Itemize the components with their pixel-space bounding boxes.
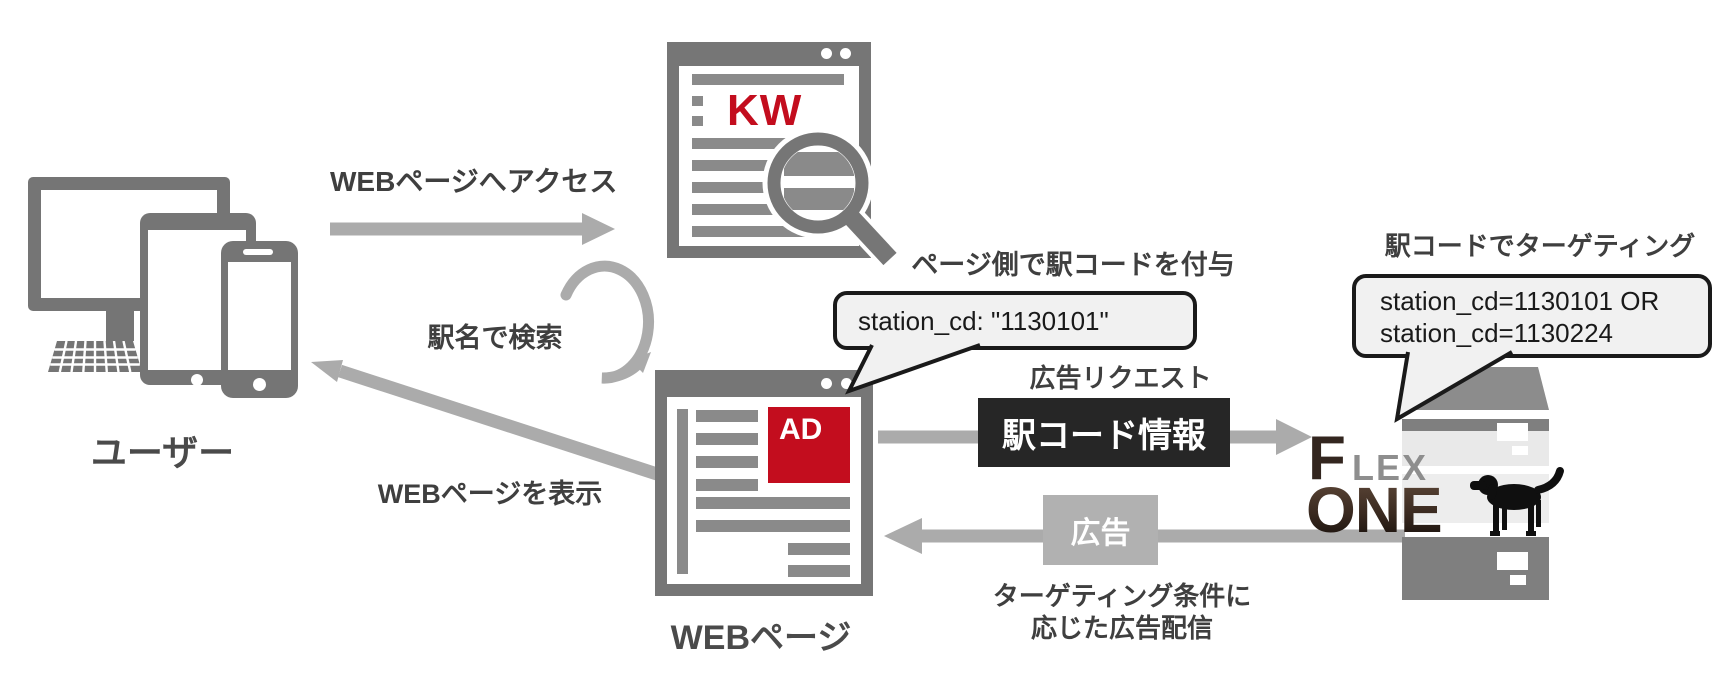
station-code-text: station_cd: "1130101" [858, 306, 1109, 336]
access-arrow-label: WEBページへアクセス [330, 166, 618, 197]
phone-home-button [253, 378, 266, 391]
delivery-caption-line1: ターゲティング条件に [992, 581, 1252, 611]
code-note-caption: ページ側で駅コードを付与 [911, 250, 1235, 280]
monitor-icon [28, 177, 230, 311]
search-loop-arrow-icon [560, 260, 655, 384]
tablet-home-button [191, 374, 203, 386]
station-code-bubble: station_cd: "1130101" [833, 291, 1197, 350]
smartphone-icon [221, 241, 298, 398]
keyboard-icon [48, 340, 142, 373]
ad-box: 広告 [1043, 495, 1158, 565]
keyword-badge: KW [727, 86, 803, 135]
ad-badge: AD [768, 407, 850, 483]
targeting-bubble-line2: station_cd=1130224 [1380, 318, 1613, 348]
flexone-logo-lex: LEX [1352, 447, 1429, 488]
display-arrow-label: WEBページを表示 [377, 479, 603, 509]
ad-request-caption: 広告リクエスト [1029, 363, 1212, 393]
targeting-bubble-line1: station_cd=1130101 OR [1380, 286, 1660, 316]
targeting-bubble: station_cd=1130101 OR station_cd=1130224 [1352, 274, 1712, 358]
flexone-logo-f: F [1308, 424, 1346, 493]
response-arrow-icon [884, 518, 1405, 554]
station-code-info-box: 駅コード情報 [978, 398, 1230, 467]
delivery-caption: ターゲティング条件に 応じた広告配信 [972, 580, 1272, 644]
web-page-window: AD [655, 370, 873, 596]
user-label: ユーザー [90, 432, 235, 473]
monitor-stand [106, 308, 134, 341]
ad-box-text: 広告 [1070, 517, 1131, 550]
window-dot [821, 48, 832, 59]
window-dot [840, 48, 851, 59]
search-arrow-label: 駅名で検索 [427, 323, 563, 353]
display-arrow-icon [311, 360, 703, 495]
web-page-label: WEBページ [670, 619, 852, 657]
access-arrow-icon [330, 213, 615, 245]
delivery-caption-line2: 応じた広告配信 [1030, 613, 1213, 643]
ad-badge-text: AD [779, 413, 823, 446]
window-dot [821, 378, 832, 389]
server-caption: 駅コードでターゲティング [1384, 231, 1696, 261]
phone-screen [228, 262, 291, 370]
search-page-window: KW [667, 42, 871, 258]
flexone-logo-one: ONE [1306, 474, 1443, 546]
phone-speaker [243, 249, 273, 255]
station-code-info-text: 駅コード情報 [1002, 417, 1206, 455]
dog-icon [1470, 467, 1564, 536]
window-dot [841, 378, 852, 389]
